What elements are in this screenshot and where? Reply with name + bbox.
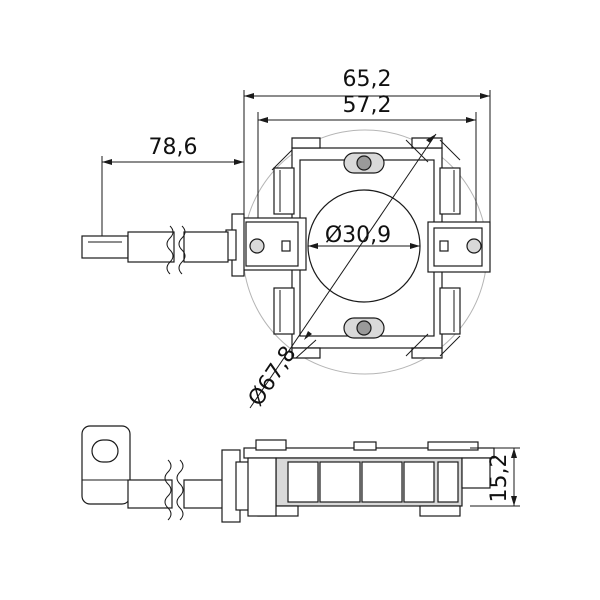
- dim-outer-diameter: Ø67,8: [244, 342, 302, 411]
- terminal-lug: [81, 425, 131, 505]
- dim-inner-width: 57,2: [343, 93, 392, 118]
- left-rail-top: [273, 167, 295, 215]
- right-terminal-screw: [466, 238, 482, 254]
- lead-connector: [81, 235, 129, 259]
- corner-tab-br: [411, 347, 443, 359]
- right-brush-box: [427, 221, 491, 273]
- dim-height: 15,2: [487, 454, 512, 503]
- dim-overall-width: 65,2: [343, 67, 392, 92]
- lead-wire-side: [127, 459, 225, 521]
- dimension-lines: [101, 90, 520, 507]
- mounting-slot-bottom: [343, 317, 385, 339]
- side-view: [81, 425, 495, 523]
- left-brush-box: [225, 213, 307, 277]
- mounting-slot-top: [343, 152, 385, 174]
- lead-wire-top: [81, 225, 229, 275]
- lug-hole: [91, 439, 119, 463]
- left-terminal-screw: [249, 238, 265, 254]
- top-view: [81, 129, 491, 375]
- corner-tab-tr: [411, 137, 443, 149]
- left-rail-bottom: [273, 287, 295, 335]
- corner-tab-tl: [291, 137, 321, 149]
- right-rail-bottom: [439, 287, 461, 335]
- right-rail-top: [439, 167, 461, 215]
- dim-bore-diameter: Ø30,9: [325, 223, 391, 248]
- dim-lead-length: 78,6: [149, 135, 198, 160]
